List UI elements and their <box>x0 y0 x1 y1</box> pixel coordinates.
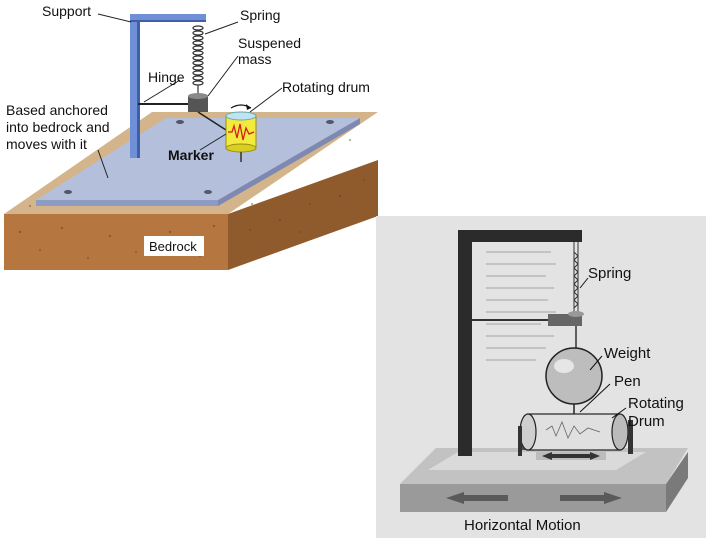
clamp-block <box>548 311 584 326</box>
label-weight: Weight <box>604 345 651 362</box>
horizontal-motion-arrows <box>446 492 622 504</box>
label-horizontal-motion: Horizontal Motion <box>464 517 581 534</box>
rotating-drum <box>225 104 257 162</box>
support-frame <box>130 14 206 158</box>
label-rotating-line2: Drum <box>628 413 665 430</box>
label-rotating-line1: Rotating <box>628 395 684 412</box>
base-plate <box>36 118 360 206</box>
label-suspended-mass-line1: Suspened <box>238 35 301 51</box>
rotating-drum-grayscale <box>518 413 633 460</box>
label-hinge: Hinge <box>148 69 185 85</box>
suspended-mass <box>188 93 227 131</box>
seismograph-diagram-grayscale: Spring Weight Pen Rotating Drum Horizont… <box>376 216 706 538</box>
label-marker: Marker <box>168 147 214 163</box>
seismograph-diagram-colored: Support Spring Suspened mass Hinge Rotat… <box>4 3 378 270</box>
bedrock-label-box <box>144 236 204 256</box>
label-pen: Pen <box>614 373 641 390</box>
label-spring: Spring <box>240 7 280 23</box>
label-spring-gray: Spring <box>588 265 631 282</box>
spring-chain <box>573 242 579 316</box>
spring-coil <box>192 25 204 96</box>
label-base-line1: Based anchored <box>6 102 108 118</box>
leader-lines-grayscale <box>579 277 627 419</box>
label-base-line2: into bedrock and <box>6 119 110 135</box>
label-base-line3: moves with it <box>6 136 87 152</box>
label-support: Support <box>42 3 91 19</box>
leader-lines <box>97 13 283 179</box>
support-post <box>458 230 582 456</box>
label-suspended-mass-line2: mass <box>238 51 271 67</box>
weight-sphere <box>545 326 603 416</box>
label-bedrock: Bedrock <box>149 239 197 254</box>
label-rotating-drum: Rotating drum <box>282 79 370 95</box>
